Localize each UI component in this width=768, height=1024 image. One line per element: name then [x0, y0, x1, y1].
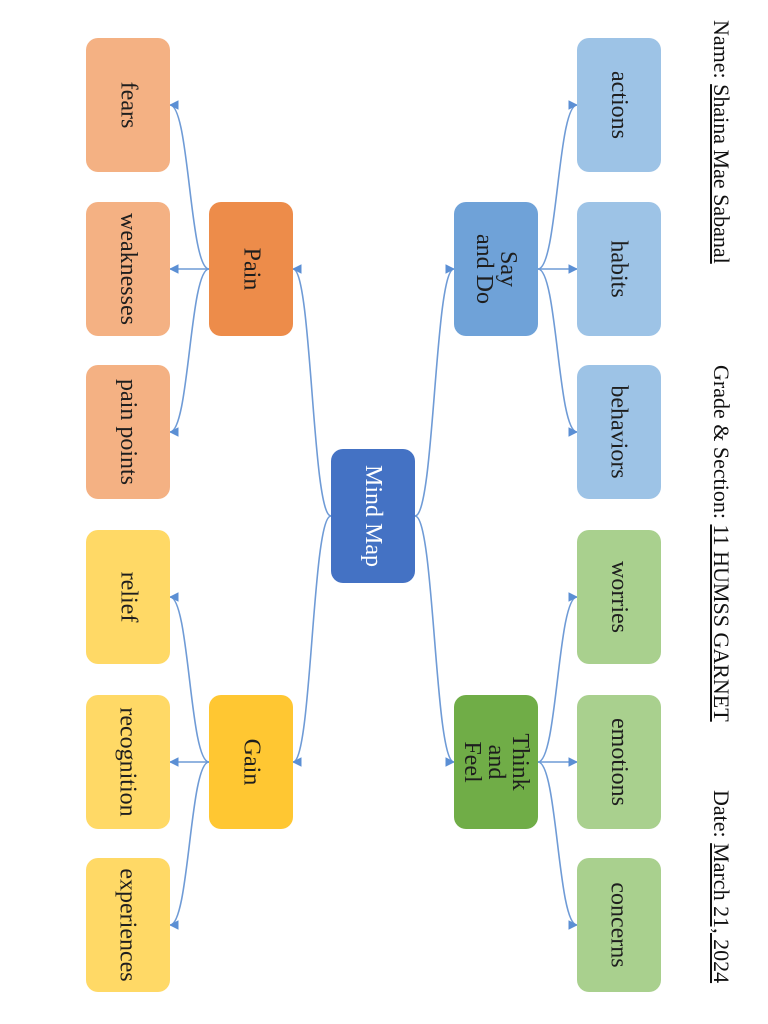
- leaf-habits: habits: [577, 202, 661, 336]
- center-node: Mind Map: [331, 449, 415, 583]
- edge-say-and-do-actions: [537, 100, 578, 270]
- edge-pain-pain-points: [169, 268, 210, 437]
- name-label: Name:: [709, 20, 734, 79]
- date-value: March 21, 2024: [709, 843, 734, 984]
- leaf-behaviors: behaviors: [577, 365, 661, 499]
- edge-center-think-and-feel: [414, 515, 455, 767]
- leaf-label: recognition: [115, 707, 141, 817]
- edge-center-say-and-do: [414, 264, 455, 517]
- grade-label: Grade & Section:: [709, 365, 734, 519]
- branch-say-and-do-label: Say and Do: [471, 234, 521, 304]
- edge-gain-experiences: [169, 761, 210, 930]
- branch-say-and-do: Say and Do: [454, 202, 538, 336]
- date-field: Date: March 21, 2024: [708, 790, 734, 983]
- name-value: Shaina Mae Sabanal: [709, 84, 734, 264]
- leaf-worries: worries: [577, 530, 661, 664]
- leaf-recognition: recognition: [86, 695, 170, 829]
- edge-think-and-feel-worries: [537, 592, 578, 763]
- leaf-label: fears: [114, 81, 141, 129]
- branch-pain-label: Pain: [237, 247, 264, 291]
- leaf-label: behaviors: [606, 385, 632, 479]
- leaf-actions: actions: [577, 38, 661, 172]
- leaf-relief: relief: [86, 530, 170, 664]
- grade-value: 11 HUMSS GARNET: [709, 524, 734, 722]
- leaf-label: habits: [605, 240, 632, 298]
- edge-think-and-feel-concerns: [537, 761, 578, 930]
- worksheet-header: Name: Shaina Mae Sabanal Grade & Section…: [708, 20, 734, 1005]
- edge-center-gain: [292, 515, 332, 767]
- leaf-label: pain points: [115, 379, 141, 485]
- leaf-concerns: concerns: [577, 858, 661, 992]
- grade-section-field: Grade & Section: 11 HUMSS GARNET: [708, 365, 734, 722]
- leaf-fears: fears: [86, 38, 170, 172]
- branch-gain: Gain: [209, 695, 293, 829]
- edge-pain-fears: [169, 100, 210, 270]
- name-field: Name: Shaina Mae Sabanal: [708, 20, 734, 264]
- edge-gain-relief: [169, 592, 210, 763]
- leaf-emotions: emotions: [577, 695, 661, 829]
- leaf-experiences: experiences: [86, 858, 170, 992]
- leaf-label: worries: [605, 561, 632, 633]
- leaf-label: weaknesses: [115, 213, 141, 325]
- leaf-label: emotions: [606, 718, 632, 806]
- leaf-label: experiences: [115, 868, 142, 982]
- branch-gain-label: Gain: [238, 738, 264, 786]
- leaf-weaknesses: weaknesses: [86, 202, 170, 336]
- branch-pain: Pain: [209, 202, 293, 336]
- edge-say-and-do-behaviors: [537, 268, 578, 437]
- edge-center-pain: [292, 264, 332, 517]
- leaf-label: actions: [605, 71, 632, 139]
- leaf-pain-points: pain points: [86, 365, 170, 499]
- branch-think-and-feel: Think and Feel: [454, 695, 538, 829]
- center-label: Mind Map: [360, 465, 386, 567]
- leaf-label: concerns: [606, 882, 633, 968]
- date-label: Date:: [709, 790, 734, 838]
- branch-think-and-feel-label: Think and Feel: [459, 733, 533, 791]
- leaf-label: relief: [115, 571, 141, 623]
